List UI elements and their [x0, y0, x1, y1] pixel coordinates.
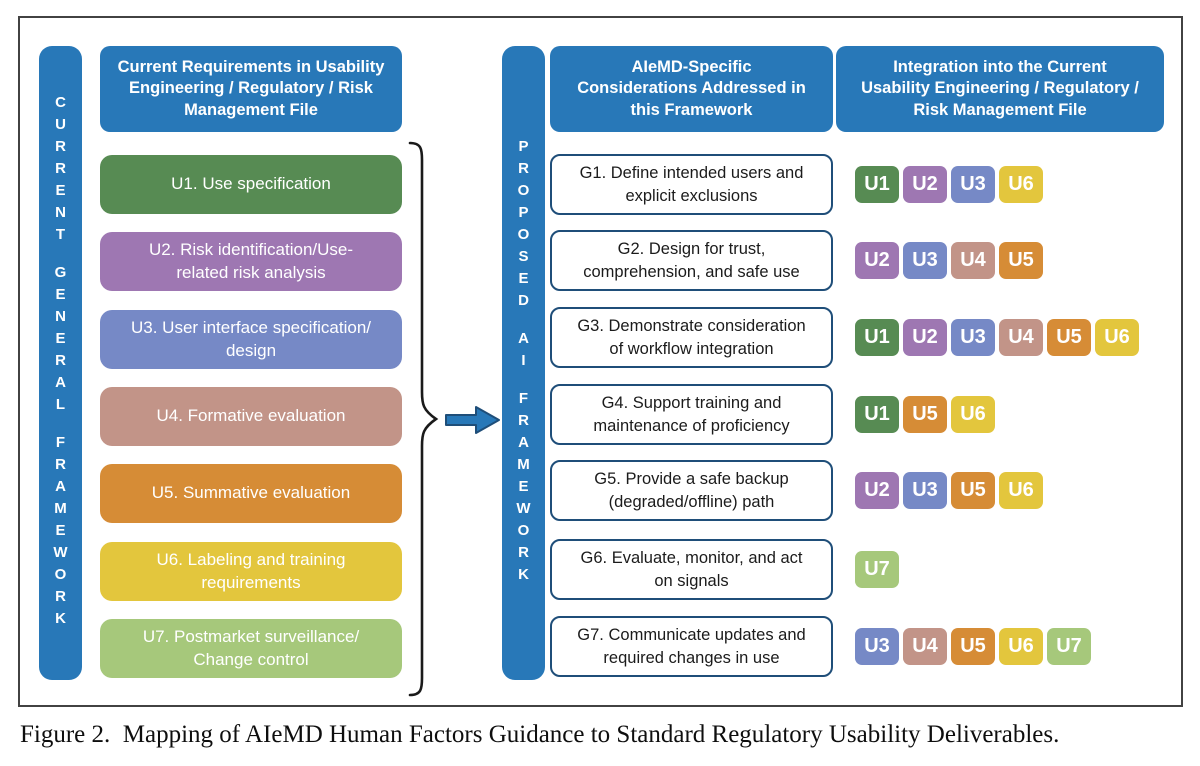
chip-u4: U4 [951, 242, 995, 279]
u-box-u4: U4. Formative evaluation [100, 387, 402, 446]
chip-u2: U2 [855, 242, 899, 279]
rail-word: PROPOSED [515, 138, 532, 314]
chip-u5: U5 [1047, 319, 1091, 356]
rail-word: AI [515, 330, 532, 374]
g-box-g2: G2. Design for trust, comprehension, and… [550, 230, 833, 291]
chip-u4: U4 [999, 319, 1043, 356]
chip-u6: U6 [999, 628, 1043, 665]
rail-word: CURRENT [52, 94, 69, 248]
rail-word: FRAMEWORK [52, 434, 69, 632]
chip-row-g6: U7 [855, 551, 899, 588]
chip-u3: U3 [951, 319, 995, 356]
chip-row-g4: U1 U5 U6 [855, 396, 995, 433]
curly-brace [408, 141, 439, 697]
u-box-u5: U5. Summative evaluation [100, 464, 402, 523]
chip-u5: U5 [999, 242, 1043, 279]
chip-u3: U3 [903, 472, 947, 509]
chip-row-g7: U3 U4 U5 U6 U7 [855, 628, 1091, 665]
rail-word: GENERAL [52, 264, 69, 418]
chip-u4: U4 [903, 628, 947, 665]
left-column-header: Current Requirements in Usability Engine… [100, 46, 402, 132]
arrow-icon [445, 406, 500, 434]
chip-u5: U5 [951, 628, 995, 665]
u-box-u1: U1. Use specification [100, 155, 402, 214]
mid-rail-proposed-ai-framework: PROPOSED AI FRAMEWORK [502, 46, 545, 680]
chip-u1: U1 [855, 396, 899, 433]
chip-row-g1: U1 U2 U3 U6 [855, 166, 1043, 203]
chip-u6: U6 [951, 396, 995, 433]
chip-u5: U5 [903, 396, 947, 433]
chip-u3: U3 [855, 628, 899, 665]
chip-u2: U2 [903, 319, 947, 356]
chip-u3: U3 [951, 166, 995, 203]
u-box-u6: U6. Labeling and training requirements [100, 542, 402, 601]
chip-row-g3: U1 U2 U3 U4 U5 U6 [855, 319, 1139, 356]
u-box-u2: U2. Risk identification/Use- related ris… [100, 232, 402, 291]
chip-u5: U5 [951, 472, 995, 509]
u-box-u7: U7. Postmarket surveillance/ Change cont… [100, 619, 402, 678]
chip-u2: U2 [855, 472, 899, 509]
chip-u6: U6 [999, 472, 1043, 509]
g-box-g1: G1. Define intended users and explicit e… [550, 154, 833, 215]
g-box-g4: G4. Support training and maintenance of … [550, 384, 833, 445]
g-box-g3: G3. Demonstrate consideration of workflo… [550, 307, 833, 368]
chip-u1: U1 [855, 166, 899, 203]
rail-word: FRAMEWORK [515, 390, 532, 588]
chip-u6: U6 [999, 166, 1043, 203]
figure-caption: Figure 2. Mapping of AIeMD Human Factors… [20, 721, 1060, 748]
chip-row-g2: U2 U3 U4 U5 [855, 242, 1043, 279]
mid-column-header: AIeMD-Specific Considerations Addressed … [550, 46, 833, 132]
g-box-g6: G6. Evaluate, monitor, and act on signal… [550, 539, 833, 600]
chip-u3: U3 [903, 242, 947, 279]
chip-u7: U7 [1047, 628, 1091, 665]
right-column-header: Integration into the Current Usability E… [836, 46, 1164, 132]
g-box-g5: G5. Provide a safe backup (degraded/offl… [550, 460, 833, 521]
chip-u2: U2 [903, 166, 947, 203]
chip-u6: U6 [1095, 319, 1139, 356]
u-box-u3: U3. User interface specification/ design [100, 310, 402, 369]
chip-u1: U1 [855, 319, 899, 356]
left-rail-current-general-framework: CURRENT GENERAL FRAMEWORK [39, 46, 82, 680]
g-box-g7: G7. Communicate updates and required cha… [550, 616, 833, 677]
chip-row-g5: U2 U3 U5 U6 [855, 472, 1043, 509]
chip-u7: U7 [855, 551, 899, 588]
